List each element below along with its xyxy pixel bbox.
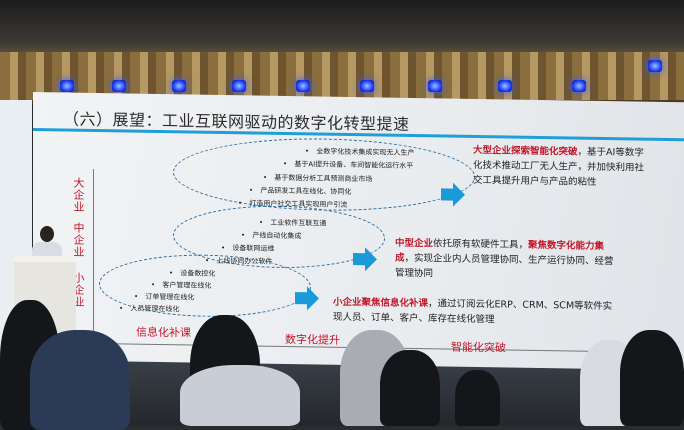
audience-member [30, 330, 130, 430]
small-bullet: 设备数控化 [169, 268, 215, 279]
large-bullet: 基于AI提升设备、车间智能化运行水平 [283, 159, 413, 171]
audience-member [180, 365, 300, 426]
small-bullet: 人员管理在线化 [119, 303, 179, 314]
large-bullet: 产品研发工具在线化、协同化 [249, 185, 351, 197]
large-bullet: 全数字化技术集成实现无人生产 [305, 146, 414, 158]
stage-light [232, 80, 246, 92]
small-enterprise-description: 小企业聚焦信息化补课，通过订阅云化ERP、CRM、SCM等软件实现人员、订单、客… [333, 295, 618, 329]
audience-member [455, 370, 500, 426]
presentation-slide: （六）展望：工业互联网驱动的数字化转型提速 大企业 中企业 小企业 信息化补课 … [33, 92, 684, 371]
highlight-text: 大型企业探索智能化突破 [473, 144, 578, 158]
medium-bullet: 产线自动化集成 [241, 230, 301, 241]
stage-light [428, 80, 442, 92]
x-label-stage1: 信息化补课 [136, 325, 191, 340]
y-label-medium: 中企业 [73, 221, 85, 259]
stage-light [498, 80, 512, 92]
audience-member [620, 330, 684, 426]
medium-bullet: 工业软件互联互通 [259, 218, 326, 229]
large-bullet: 基于数据分析工具预测商业市场 [263, 173, 372, 185]
audience-member [380, 350, 440, 426]
stage-light [572, 80, 586, 92]
x-label-stage2: 数字化提升 [285, 332, 340, 347]
stage-light [648, 60, 662, 72]
x-label-stage3: 智能化突破 [451, 340, 506, 355]
large-bullet: 打造用户社交工具实现用户引流 [238, 198, 347, 210]
body-text: 依托原有软硬件工具， [433, 238, 529, 251]
stage-light [360, 80, 374, 92]
medium-enterprise-description: 中型企业依托原有软硬件工具，聚焦数字化能力集成，实现企业内人员管理协同、生产运行… [395, 236, 623, 285]
small-bullet: 客户管理在线化 [151, 280, 211, 291]
stage-light [172, 80, 186, 92]
stage-light [296, 80, 310, 92]
highlight-text: 中型企业 [395, 237, 434, 250]
large-enterprise-description: 大型企业探索智能化突破，基于AI等数字化技术推动工厂无人生产，并加快利用社交工具… [473, 143, 648, 191]
highlight-text: 小企业聚焦信息化补课 [333, 296, 429, 310]
y-axis [93, 168, 94, 344]
ceiling [0, 0, 684, 60]
y-label-large: 大企业 [73, 176, 85, 214]
body-text: ，实现企业内人员管理协同、生产运行协同、经营管理协同 [395, 252, 614, 280]
stage-light [112, 80, 126, 92]
stage-light [60, 80, 74, 92]
medium-bullet: 设备联网运维 [221, 243, 274, 254]
small-bullet: 订单管理在线化 [134, 292, 194, 303]
medium-bullet: 上线协同办公软件 [205, 256, 272, 267]
